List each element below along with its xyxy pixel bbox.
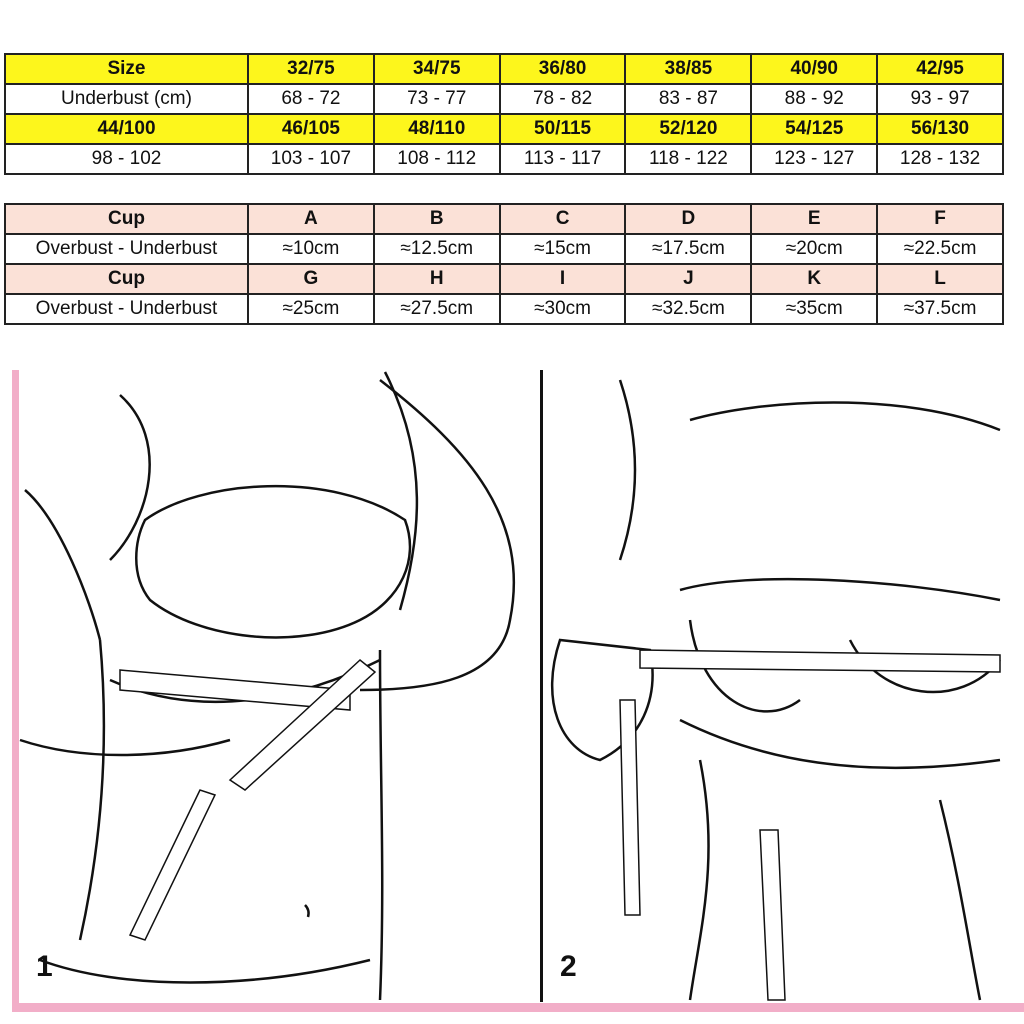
cell: E: [750, 204, 879, 234]
cell: 98 - 102: [4, 144, 249, 174]
size-header-row: Size 32/75 34/75 36/80 38/85 40/90 42/95: [4, 54, 1004, 84]
cell: ≈27.5cm: [372, 294, 501, 324]
cell: 103 - 107: [247, 144, 375, 174]
cell: 88 - 92: [750, 84, 879, 114]
cell: 44/100: [4, 114, 249, 144]
cell: ≈32.5cm: [624, 294, 753, 324]
cup-table: Cup A B C D E F Overbust - Underbust ≈10…: [4, 203, 1004, 325]
cell: ≈15cm: [498, 234, 627, 264]
cell: Cup: [4, 204, 249, 234]
cell: ≈30cm: [498, 294, 627, 324]
cell: 32/75: [247, 54, 375, 84]
cell: ≈35cm: [750, 294, 879, 324]
cell: 78 - 82: [498, 84, 627, 114]
step-2-label: 2: [560, 950, 577, 983]
cell: 50/115: [498, 114, 627, 144]
frame-bottom-border: [12, 1003, 1024, 1012]
cell: 68 - 72: [247, 84, 375, 114]
cell: 38/85: [624, 54, 753, 84]
cell: 48/110: [372, 114, 501, 144]
step-1-label: 1: [36, 950, 53, 983]
cell: 113 - 117: [498, 144, 627, 174]
cell: L: [876, 264, 1004, 294]
cup-diff-row: Overbust - Underbust ≈10cm ≈12.5cm ≈15cm…: [4, 234, 1004, 264]
cell: Cup: [4, 264, 249, 294]
cell: B: [372, 204, 501, 234]
cup-header-row: Cup A B C D E F: [4, 204, 1004, 234]
cell: ≈25cm: [247, 294, 375, 324]
cell: 46/105: [247, 114, 375, 144]
cell: 108 - 112: [372, 144, 501, 174]
cell: 40/90: [750, 54, 879, 84]
cell: 36/80: [498, 54, 627, 84]
cup-diff-row: Overbust - Underbust ≈25cm ≈27.5cm ≈30cm…: [4, 294, 1004, 324]
cell: Underbust (cm): [4, 84, 249, 114]
cell: H: [372, 264, 501, 294]
cell: 56/130: [876, 114, 1004, 144]
underbust-row: Underbust (cm) 68 - 72 73 - 77 78 - 82 8…: [4, 84, 1004, 114]
cell: 34/75: [372, 54, 501, 84]
cell: ≈22.5cm: [876, 234, 1004, 264]
cell: 54/125: [750, 114, 879, 144]
cell: I: [498, 264, 627, 294]
cell: ≈37.5cm: [876, 294, 1004, 324]
cell: A: [247, 204, 375, 234]
cell: 128 - 132: [876, 144, 1004, 174]
cell: 118 - 122: [624, 144, 753, 174]
cell: D: [624, 204, 753, 234]
cell: Overbust - Underbust: [4, 234, 249, 264]
size-header-row: 44/100 46/105 48/110 50/115 52/120 54/12…: [4, 114, 1004, 144]
cell: F: [876, 204, 1004, 234]
cell: J: [624, 264, 753, 294]
cell: 93 - 97: [876, 84, 1004, 114]
cup-header-row: Cup G H I J K L: [4, 264, 1004, 294]
cell: Overbust - Underbust: [4, 294, 249, 324]
cell: ≈17.5cm: [624, 234, 753, 264]
size-table: Size 32/75 34/75 36/80 38/85 40/90 42/95…: [4, 53, 1004, 175]
cell: 42/95: [876, 54, 1004, 84]
cell: ≈20cm: [750, 234, 879, 264]
cell: G: [247, 264, 375, 294]
panel-divider: [540, 370, 543, 1002]
cell: K: [750, 264, 879, 294]
cell: ≈12.5cm: [372, 234, 501, 264]
cell: C: [498, 204, 627, 234]
cell: 52/120: [624, 114, 753, 144]
cell: Size: [4, 54, 249, 84]
cell: 83 - 87: [624, 84, 753, 114]
frame-left-border: [12, 370, 19, 1010]
cell: ≈10cm: [247, 234, 375, 264]
cell: 73 - 77: [372, 84, 501, 114]
underbust-row: 98 - 102 103 - 107 108 - 112 113 - 117 1…: [4, 144, 1004, 174]
cell: 123 - 127: [750, 144, 879, 174]
